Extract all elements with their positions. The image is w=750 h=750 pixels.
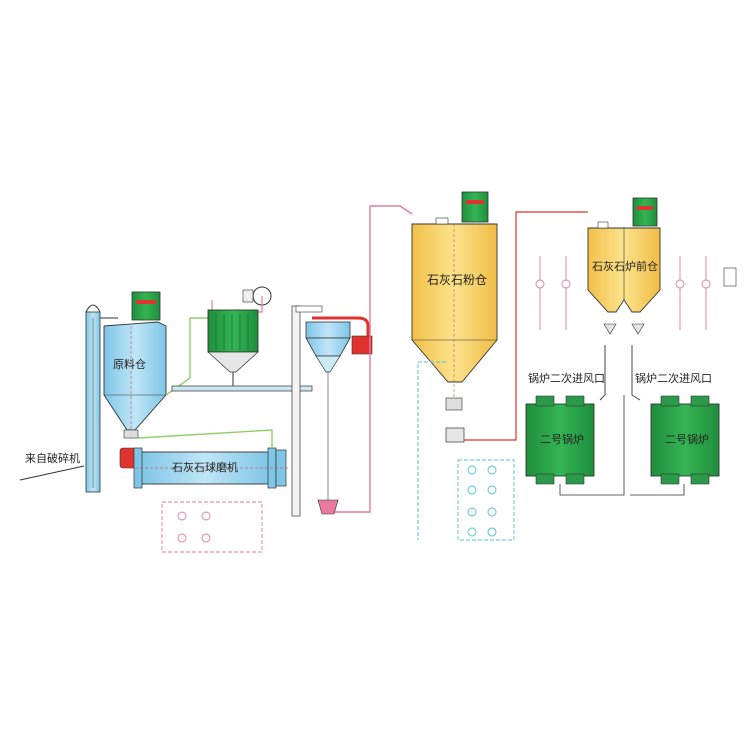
motor-icon: [131, 291, 161, 321]
valve-rack-mill: [161, 501, 263, 553]
limestone-powder-bin: [411, 191, 498, 443]
raw-bin-label: 原料仓: [113, 357, 146, 371]
bucket-elevator: [85, 304, 118, 493]
front-bin: [587, 197, 661, 335]
motor-icon: [632, 197, 658, 227]
powder-bin-label: 石灰石粉仓: [427, 273, 487, 287]
crusher-feed-line: [19, 465, 85, 481]
green-pipe: [165, 317, 212, 396]
screw-conveyor: [171, 385, 313, 392]
bag-filter: [207, 286, 272, 386]
valve-rack-front-right: [675, 256, 711, 330]
boiler-label-2: 二号锅炉: [665, 433, 709, 446]
secondary-inlet-label-1: 锅炉二次进风口: [528, 371, 605, 385]
pneumatic-pipe: [328, 205, 413, 513]
valve-rack-front-left: [535, 256, 571, 330]
red-feed-line: [464, 211, 588, 441]
valve-rack-center: [457, 459, 515, 541]
front-bin-label: 石灰石炉前仓: [592, 259, 658, 273]
ball-mill: [130, 447, 290, 489]
ball-mill-label: 石灰石球磨机: [172, 460, 238, 474]
cyan-control-line: [417, 361, 446, 540]
secondary-inlet-label-2: 锅炉二次进风口: [635, 371, 712, 385]
boiler-feed-pipes: [599, 345, 641, 401]
from-crusher-label: 来自破碎机: [25, 451, 80, 465]
motor-icon: [461, 191, 489, 223]
boiler-right: [650, 395, 720, 485]
cyclone-separator: [291, 305, 373, 517]
raw-material-bin: [103, 291, 167, 469]
boiler-left: [525, 395, 595, 485]
boiler-label-1: 二号锅炉: [540, 433, 584, 446]
